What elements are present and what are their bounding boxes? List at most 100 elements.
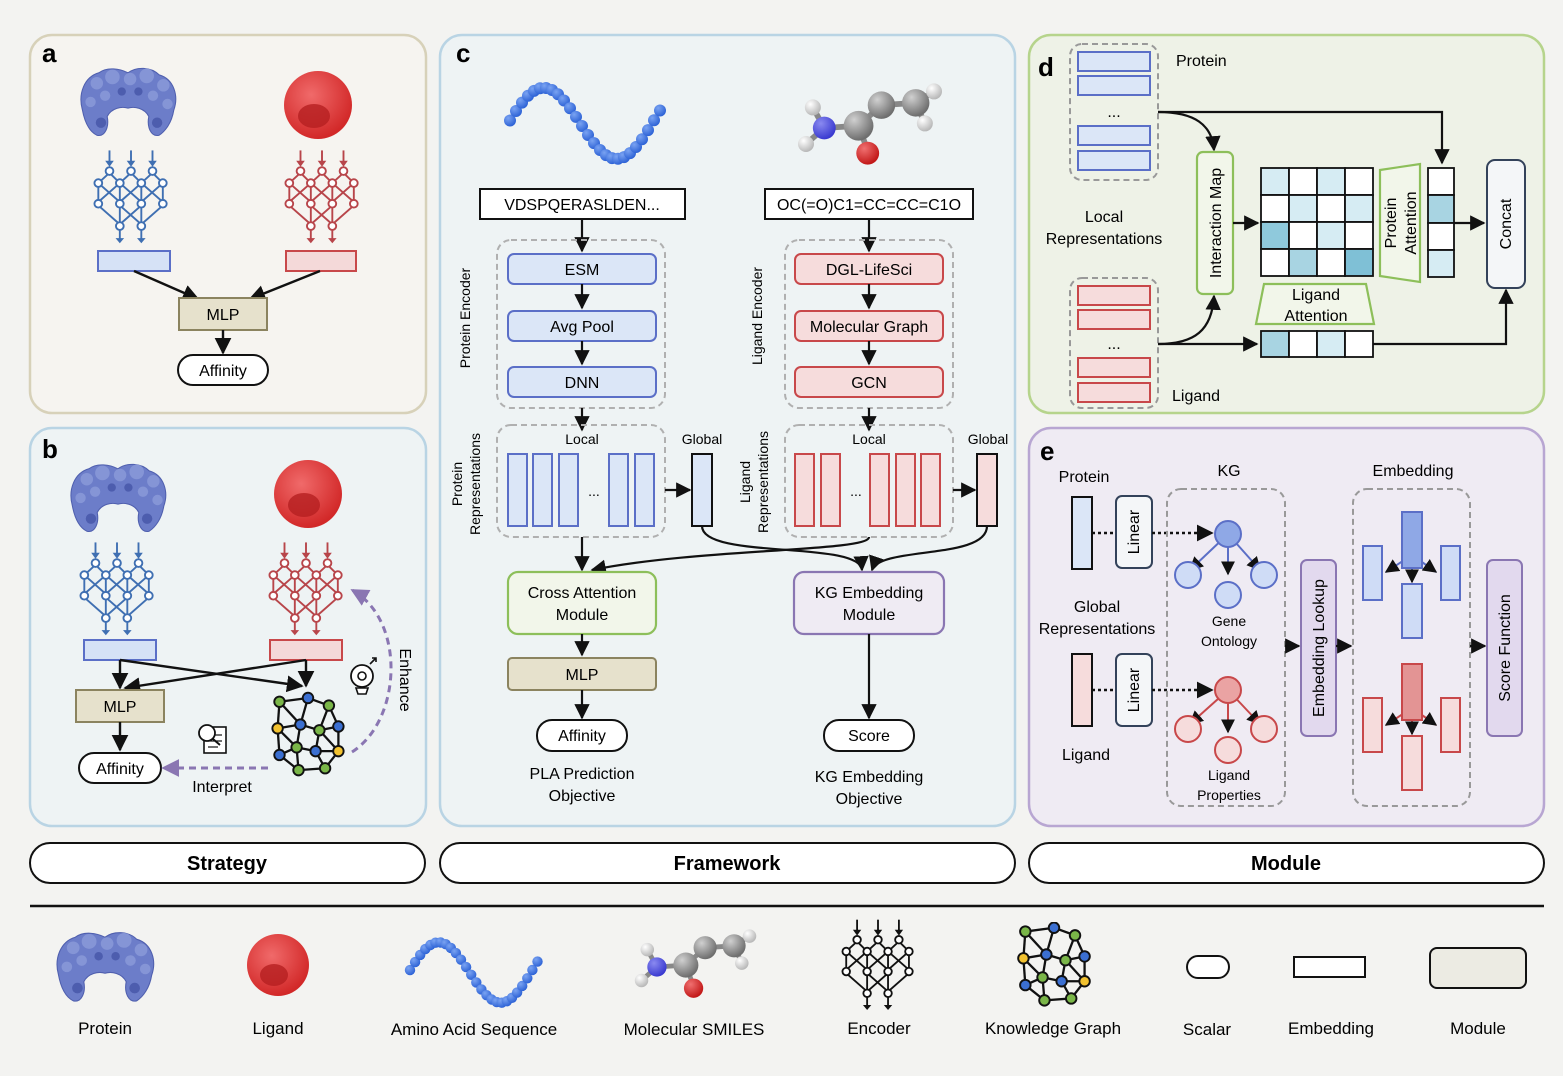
linear-label: Linear — [1126, 509, 1143, 554]
molecular-graph-label: Molecular Graph — [810, 319, 928, 336]
protein-attention-label-2: Attention — [1403, 191, 1420, 254]
interaction-cell — [1316, 194, 1346, 223]
kg-embedding-module — [792, 570, 946, 636]
panel-c-letter: c — [456, 38, 470, 68]
interaction-cell — [1344, 194, 1374, 223]
pla-objective-label-2: Objective — [549, 788, 616, 805]
gene-ontology-label-1: Gene — [1212, 613, 1246, 629]
affinity-scalar — [536, 719, 628, 752]
interaction-cell — [1316, 248, 1346, 277]
interaction-cell — [1344, 221, 1374, 250]
amino-acid-bead — [504, 114, 516, 127]
ligand-attention-vector — [1260, 330, 1374, 358]
document-magnifier-icon — [198, 724, 227, 754]
ligand-local-group — [784, 424, 954, 538]
amino-acid-bead — [510, 105, 522, 117]
interaction-cell — [1260, 248, 1290, 277]
kg-module-label-1: KG Embedding — [815, 585, 924, 602]
ligand-attention-label-2: Attention — [1284, 308, 1347, 325]
affinity-label: Affinity — [558, 728, 606, 745]
embedding-lookup-label: Embedding Lookup — [1311, 579, 1328, 717]
interpret-label: Interpret — [192, 779, 252, 796]
embedding-group — [1352, 488, 1471, 807]
amino-acid-bead — [466, 969, 477, 980]
legend-smiles-label: Molecular SMILES — [624, 1020, 765, 1039]
interaction-cell — [1260, 167, 1290, 196]
ligand-props-label-1: Ligand — [1208, 767, 1250, 783]
kg-label: KG — [1217, 463, 1240, 480]
cross-attention-module — [506, 570, 658, 636]
protein-sequence-box — [479, 188, 686, 220]
amino-acid-bead — [654, 104, 666, 117]
amino-acid-bead — [648, 114, 660, 127]
global-repr-label-1: Global — [1074, 599, 1120, 616]
local-repr-label-1: Local — [1085, 209, 1123, 226]
ligand-attention-module — [1254, 282, 1376, 326]
ligand-attention-label-1: Ligand — [1292, 287, 1340, 304]
protein-local-vectors — [1077, 51, 1151, 171]
legend-knowledge-graph-icon — [1016, 922, 1092, 1007]
legend-module-label: Module — [1450, 1019, 1506, 1038]
dgl-lifesci-label: DGL-LifeSci — [826, 262, 912, 279]
panel-b-letter: b — [42, 434, 58, 464]
panel-c: c VDSPQERASLDEN... OC(=O)C1=CC=CC=C1O Pr… — [438, 33, 1017, 828]
amino-acid-bead — [564, 102, 576, 115]
pla-objective-label-1: PLA Prediction — [530, 766, 635, 783]
local-label: Local — [565, 431, 598, 447]
interaction-cell — [1288, 194, 1318, 223]
mlp-module — [178, 297, 268, 331]
protein-local-group — [1069, 43, 1159, 181]
protein-embedding-tree — [1362, 511, 1461, 639]
amino-acid-bead — [527, 964, 538, 976]
legend-protein-label: Protein — [78, 1019, 132, 1038]
protein-encoder-label: Protein Encoder — [457, 267, 473, 368]
amino-acid-bead — [404, 964, 416, 976]
panel-e: e Protein Global Representations Ligand … — [1027, 426, 1546, 828]
interaction-cell — [1344, 167, 1374, 196]
ligand-local-vectors — [794, 453, 941, 527]
ligand-icon — [284, 71, 352, 139]
ligand-props-label-2: Properties — [1197, 787, 1261, 803]
protein-repr-label-1: Protein — [449, 462, 465, 506]
concat-label: Concat — [1498, 198, 1515, 249]
affinity-scalar — [78, 752, 162, 784]
legend-scalar-icon — [1186, 955, 1230, 979]
panel-a-letter: a — [42, 38, 57, 68]
ligand-global-vector — [1071, 653, 1093, 727]
score-function-module — [1486, 559, 1523, 737]
legend-ligand-label: Ligand — [252, 1019, 303, 1038]
interaction-cell — [1288, 221, 1318, 250]
global-repr-label-2: Representations — [1039, 621, 1156, 638]
ligand-embedding — [285, 250, 357, 272]
ellipsis: ... — [588, 483, 600, 499]
interaction-cell — [1316, 167, 1346, 196]
kg-objective-label-2: Objective — [836, 791, 903, 808]
avg-pool-label: Avg Pool — [550, 319, 614, 336]
legend-protein-icon — [56, 932, 155, 1002]
interaction-cell — [1260, 221, 1290, 250]
panel-d-letter: d — [1038, 52, 1054, 82]
kg-group — [1166, 488, 1286, 807]
section-module: Module — [1251, 853, 1321, 875]
ligand-embedding — [269, 639, 343, 661]
score-scalar — [823, 719, 915, 752]
embedding-lookup-module — [1300, 559, 1337, 737]
protein-embedding — [97, 250, 171, 272]
global-label: Global — [682, 431, 722, 447]
legend-module-icon — [1429, 947, 1527, 989]
amino-acid-bead — [576, 120, 588, 132]
protein-attention-vector — [1427, 167, 1455, 278]
legend-embedding-icon — [1293, 956, 1366, 978]
affinity-scalar — [177, 354, 269, 386]
ligand-label: Ligand — [1062, 747, 1110, 764]
protein-global-vector — [1071, 496, 1093, 570]
global-label: Global — [968, 431, 1008, 447]
amino-acid-bead — [409, 956, 421, 968]
interaction-cell — [1316, 221, 1346, 250]
amino-acid-bead — [460, 961, 472, 973]
cross-attention-label-1: Cross Attention — [528, 585, 637, 602]
amino-acid-bead — [532, 956, 543, 967]
amino-acid-bead — [455, 954, 467, 965]
local-label: Local — [852, 431, 885, 447]
